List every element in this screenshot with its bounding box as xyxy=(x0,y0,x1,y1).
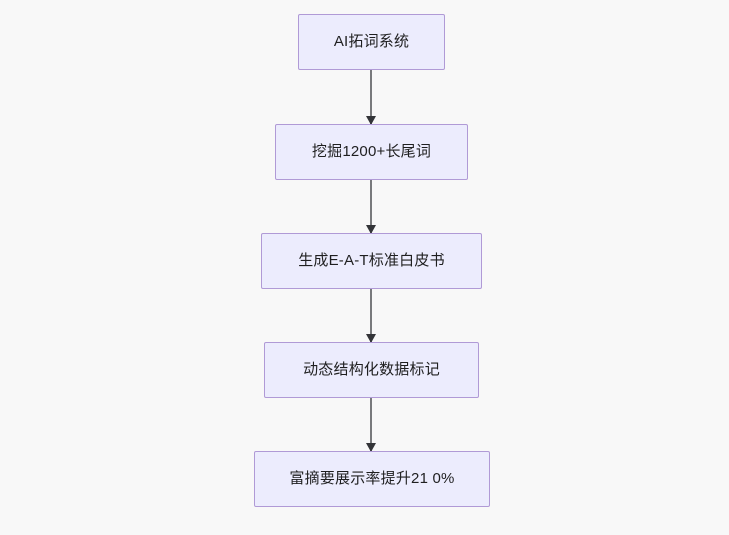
edge-line xyxy=(370,289,372,342)
flow-node-ai-keyword-system[interactable]: AI拓词系统 xyxy=(298,14,445,70)
arrow-head-icon xyxy=(366,116,376,125)
flow-node-mine-longtail-keywords[interactable]: 挖掘1200+长尾词 xyxy=(275,124,468,180)
arrow-head-icon xyxy=(366,225,376,234)
flow-node-label: 生成E-A-T标准白皮书 xyxy=(298,252,445,269)
arrow-head-icon xyxy=(366,443,376,452)
edge-line xyxy=(370,180,372,233)
flow-node-generate-eat-whitepaper[interactable]: 生成E-A-T标准白皮书 xyxy=(261,233,482,289)
flow-node-rich-snippet-rate-increase[interactable]: 富摘要展示率提升21 0% xyxy=(254,451,490,507)
flow-node-label: 动态结构化数据标记 xyxy=(303,361,440,378)
edge-line xyxy=(370,70,372,124)
edge-line xyxy=(370,398,372,451)
flow-node-label: 富摘要展示率提升21 0% xyxy=(289,470,455,487)
flow-node-label: AI拓词系统 xyxy=(333,33,410,50)
arrow-head-icon xyxy=(366,334,376,343)
flow-node-dynamic-structured-data-markup[interactable]: 动态结构化数据标记 xyxy=(264,342,479,398)
flow-node-label: 挖掘1200+长尾词 xyxy=(311,143,432,160)
